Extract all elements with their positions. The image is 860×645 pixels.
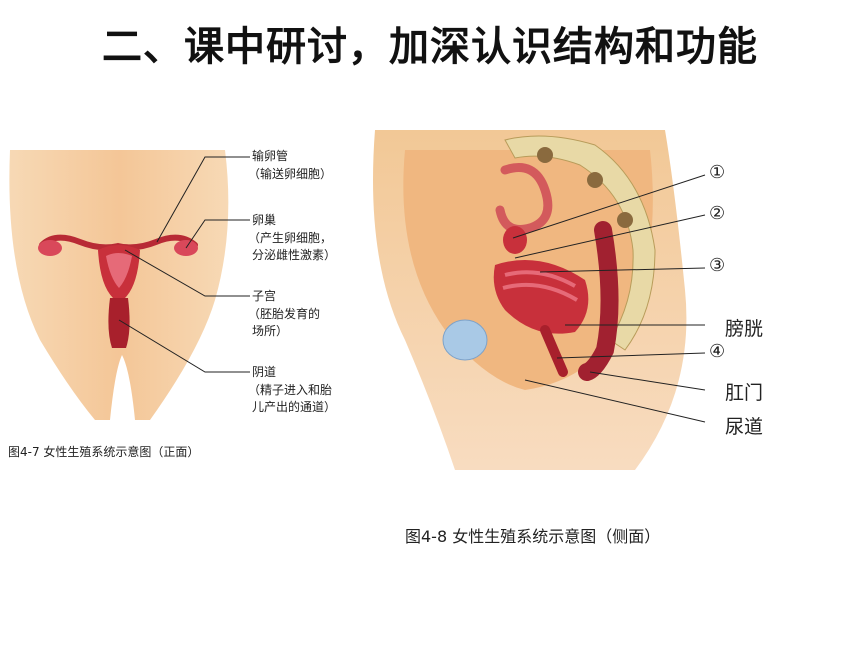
marker-2: ② xyxy=(709,203,726,224)
label-urethra: 尿道 xyxy=(725,416,764,438)
front-view-illustration xyxy=(9,150,250,420)
marker-3: ③ xyxy=(709,255,726,276)
caption-front: 图4-7 女性生殖系统示意图（正面） xyxy=(8,445,200,459)
note-ovary-2: 分泌雌性激素） xyxy=(252,248,337,262)
marker-1: ① xyxy=(709,162,726,183)
label-anus: 肛门 xyxy=(725,382,764,404)
note-fallopian-tube: （输送卵细胞） xyxy=(248,167,333,181)
note-uterus-2: 场所） xyxy=(252,324,289,338)
caption-side: 图4-8 女性生殖系统示意图（侧面） xyxy=(405,527,661,546)
note-vagina-2: 儿产出的通道） xyxy=(252,400,337,414)
slide-title: 二、课中研讨，加深认识结构和功能 xyxy=(102,24,758,70)
side-view-illustration xyxy=(373,130,706,470)
label-vagina: 阴道 xyxy=(252,365,277,379)
note-vagina-1: （精子进入和胎 xyxy=(248,383,333,397)
side-view-figure: ① ② ③ 膀胱 ④ 肛门 尿道 图4-8 女性生殖系统示意图（侧面） xyxy=(365,110,825,550)
note-uterus-1: （胚胎发育的 xyxy=(248,307,321,321)
front-view-figure: 输卵管 （输送卵细胞） 卵巢 （产生卵细胞， 分泌雌性激素） 子宫 （胚胎发育的… xyxy=(0,120,410,480)
label-fallopian-tube: 输卵管 xyxy=(252,149,289,163)
label-bladder: 膀胱 xyxy=(725,318,764,340)
label-ovary: 卵巢 xyxy=(252,213,277,227)
marker-4: ④ xyxy=(709,341,726,362)
note-ovary-1: （产生卵细胞， xyxy=(248,231,333,245)
label-uterus: 子宫 xyxy=(252,289,277,303)
